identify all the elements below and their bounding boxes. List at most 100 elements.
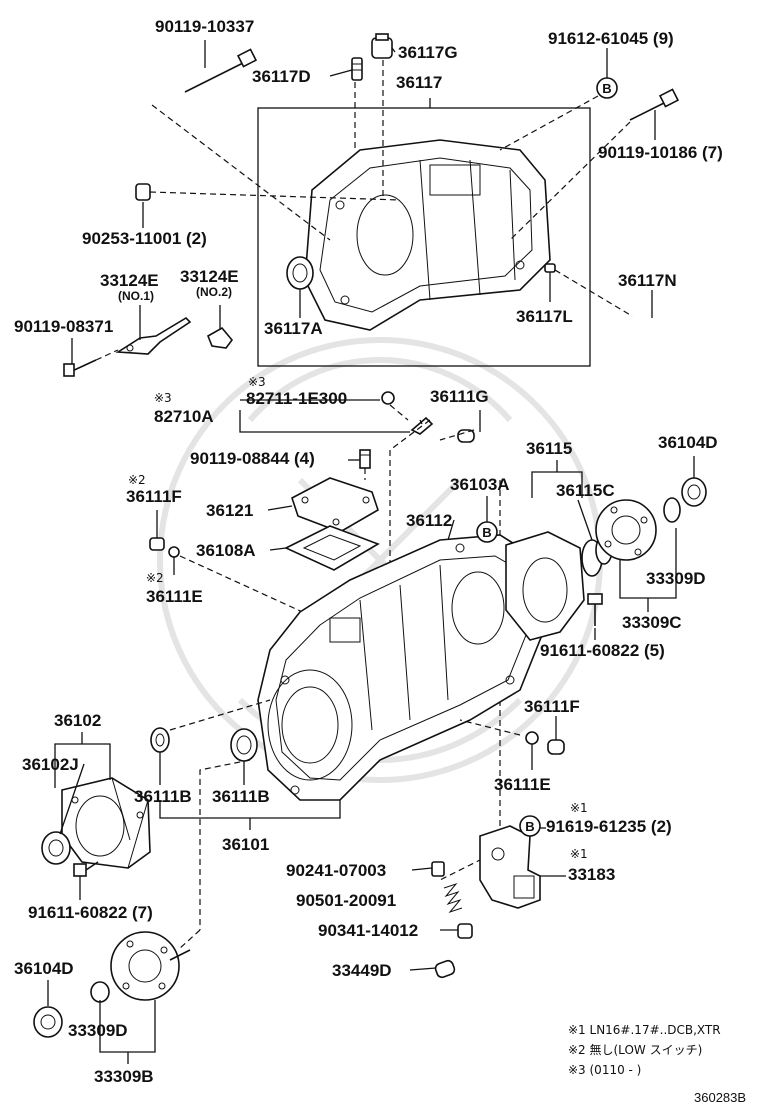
- plug-33449D: [434, 959, 456, 979]
- label-91612-61045: 91612-61045 (9): [548, 29, 674, 48]
- label-36115: 36115: [526, 439, 572, 458]
- note-1: ※1 LN16#.17#..DCB,XTR: [568, 1023, 721, 1037]
- label-33124E-no2: 33124E: [180, 267, 239, 286]
- cover-group-frame: [257, 98, 591, 367]
- flange-33309C: [595, 499, 657, 561]
- sensor-82711: [381, 391, 395, 405]
- label-91611-60822-7: 91611-60822 (7): [28, 903, 153, 922]
- label-82710A: 82710A: [154, 407, 214, 426]
- label-36117L: 36117L: [516, 307, 573, 326]
- label-91611-60822-5: 91611-60822 (5): [540, 641, 665, 660]
- note-2: ※2 無し(LOW スイッチ): [568, 1042, 702, 1057]
- figure-reference: 360283B: [694, 1090, 746, 1105]
- dashed-leaders-top: [149, 60, 633, 317]
- bolt-90119-08844: [359, 449, 371, 469]
- callout-82710A-bracket: [239, 399, 410, 433]
- front-cover-36102: [61, 777, 151, 869]
- label-36117G: 36117G: [398, 43, 458, 62]
- washer-36111E-bottom: [525, 731, 539, 745]
- label-36104D-top: 36104D: [658, 433, 718, 452]
- footnotes: ※1 LN16#.17#..DCB,XTR ※2 無し(LOW スイッチ) ※3…: [568, 1023, 746, 1105]
- label-36102J: 36102J: [22, 755, 79, 774]
- label-33124E-no2-sub: (NO.2): [196, 285, 232, 299]
- seal-36117A: [286, 256, 314, 290]
- seal-36102J: [41, 831, 71, 865]
- note-3: ※3 (0110 - ): [568, 1063, 641, 1077]
- label-33309D-top: 33309D: [646, 569, 706, 588]
- cap-36104D-top: [681, 477, 707, 507]
- mark-33183: ※1: [570, 847, 588, 861]
- label-36111F-top: 36111F: [126, 487, 182, 506]
- label-90119-10337: 90119-10337: [155, 17, 254, 36]
- label-36111E-bottom: 36111E: [494, 775, 551, 794]
- plug-36111F-top: [149, 537, 165, 551]
- bracket-33124E-no1: [115, 316, 192, 355]
- label-36111E-top: 36111E: [146, 587, 203, 606]
- circle-b-marker-top: B: [596, 77, 618, 99]
- mark-36111F: ※2: [128, 473, 146, 487]
- spring-90501-20091: [443, 882, 463, 914]
- bolt-90119-10186: [629, 88, 680, 121]
- label-36117: 36117: [396, 73, 442, 92]
- plug-36111G: [457, 429, 475, 443]
- mark-82711: ※3: [248, 375, 266, 389]
- bracket-33124E-no2: [206, 326, 234, 349]
- gasket-36108A: [284, 525, 380, 571]
- label-33449D: 33449D: [332, 961, 392, 980]
- label-36111B-1: 36111B: [134, 787, 192, 806]
- label-36108A: 36108A: [196, 541, 256, 560]
- bolt-91611-60822-7: [73, 861, 99, 877]
- label-90501-20091: 90501-20091: [296, 891, 396, 910]
- label-33183: 33183: [568, 865, 615, 884]
- label-36115C: 36115C: [556, 481, 615, 500]
- label-90119-10186: 90119-10186 (7): [598, 143, 723, 162]
- callout-36102-bracket: [54, 732, 111, 788]
- cap-36104D-bottom: [33, 1006, 63, 1038]
- label-36111F-bottom: 36111F: [524, 697, 580, 716]
- circle-b-marker-bottom: B: [519, 815, 541, 837]
- bolt-91611-60822-5: [587, 593, 603, 626]
- seal-36111B-right: [230, 728, 258, 762]
- part-labels: 90119-10337 36117G 91612-61045 (9) 36117…: [14, 17, 723, 1086]
- washer-36111E-top: [168, 546, 180, 558]
- label-33309B: 33309B: [94, 1067, 154, 1086]
- mark-91619: ※1: [570, 801, 588, 815]
- label-36117D: 36117D: [252, 67, 311, 86]
- label-36117N: 36117N: [618, 271, 677, 290]
- extension-housing-36115: [505, 531, 585, 641]
- mark-82710A: ※3: [154, 391, 172, 405]
- label-90119-08371: 90119-08371: [14, 317, 113, 336]
- svg-text:B: B: [525, 819, 534, 834]
- flange-33309B: [110, 931, 191, 1001]
- callout-33309B-bracket: [99, 1000, 156, 1064]
- solid-leaders: [59, 47, 593, 971]
- label-90119-08844: 90119-08844 (4): [190, 449, 315, 468]
- cover-plate-36121: [291, 477, 379, 533]
- label-36117A: 36117A: [264, 319, 323, 338]
- pin-90341-14012: [457, 923, 473, 939]
- label-90341-14012: 90341-14012: [318, 921, 418, 940]
- washer-33309D-top: [663, 497, 681, 523]
- label-36112: 36112: [406, 511, 452, 530]
- callout-36101-bracket: [159, 800, 341, 830]
- mark-36111E: ※2: [146, 571, 164, 585]
- breather-tube-36117N: [631, 313, 681, 393]
- callout-36115-bracket: [531, 460, 583, 498]
- svg-text:B: B: [482, 525, 491, 540]
- label-90253-11001: 90253-11001 (2): [82, 229, 207, 248]
- label-36102: 36102: [54, 711, 101, 730]
- label-36111G: 36111G: [430, 387, 489, 406]
- label-33124E-no1-sub: (NO.1): [118, 289, 154, 303]
- bolt-90119-08371: [63, 359, 97, 377]
- plug-36117D: [351, 57, 363, 81]
- plug-36117G: [371, 33, 393, 59]
- label-36103A: 36103A: [450, 475, 510, 494]
- bolt-90119-10337: [184, 48, 258, 93]
- plug-90241-07003: [431, 861, 445, 877]
- seal-36111B-left: [150, 727, 170, 753]
- pin-90253-11001: [135, 183, 151, 201]
- plug-36111F-bottom: [547, 739, 565, 755]
- label-36101: 36101: [222, 835, 269, 854]
- switch-33183: [479, 825, 541, 909]
